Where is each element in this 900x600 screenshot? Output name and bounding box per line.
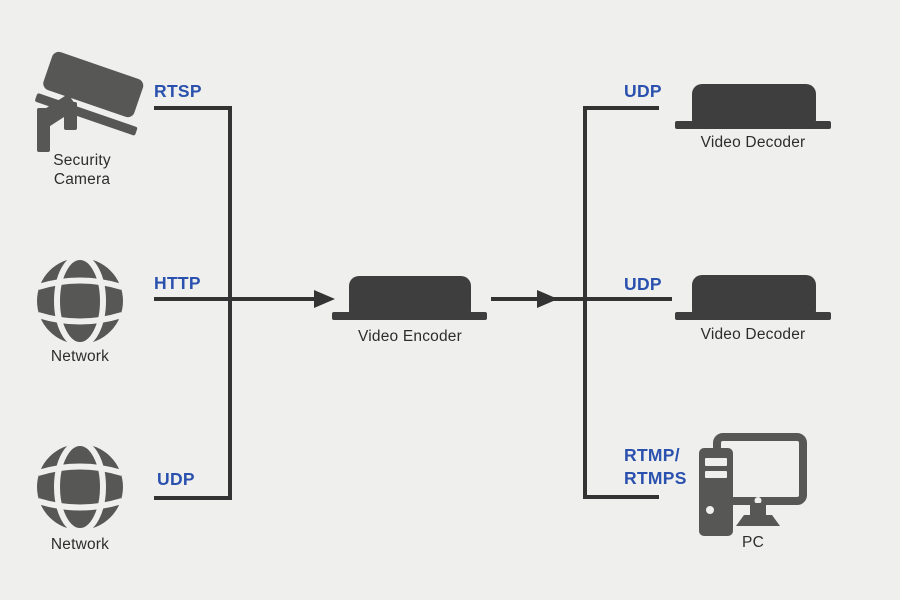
encoder-input-arrowhead — [314, 290, 335, 308]
globe-icon — [37, 257, 123, 345]
pc-icon — [699, 433, 807, 536]
video-decoder-label-middle: Video Decoder — [700, 326, 806, 343]
protocol-label-rtmp-rtmps: RTMP/ RTMPS — [624, 445, 687, 488]
protocol-label-udp-top: UDP — [624, 81, 662, 101]
security-camera-icon — [35, 51, 144, 152]
video-decoder-device-icon — [692, 84, 816, 122]
protocol-label-udp-left: UDP — [157, 469, 195, 489]
video-decoder-device-icon — [692, 275, 816, 313]
video-encoder-device-icon — [349, 276, 471, 313]
globe-icon — [37, 443, 123, 531]
network-udp-label: Network — [50, 536, 110, 553]
protocol-label-rtsp: RTSP — [154, 81, 202, 101]
encoder-output-arrowhead — [537, 290, 558, 308]
video-decoder-device-base — [675, 121, 831, 129]
pc-label: PC — [742, 534, 764, 551]
video-encoder-label: Video Encoder — [357, 328, 462, 345]
network-http-label: Network — [50, 348, 110, 365]
protocol-label-udp-middle: UDP — [624, 274, 662, 294]
video-decoder-device-base — [675, 312, 831, 320]
video-encoder-device-base — [332, 312, 487, 320]
security-camera-label: Security Camera — [53, 152, 111, 188]
protocol-label-http: HTTP — [154, 273, 201, 293]
video-decoder-label-top: Video Decoder — [700, 134, 806, 151]
